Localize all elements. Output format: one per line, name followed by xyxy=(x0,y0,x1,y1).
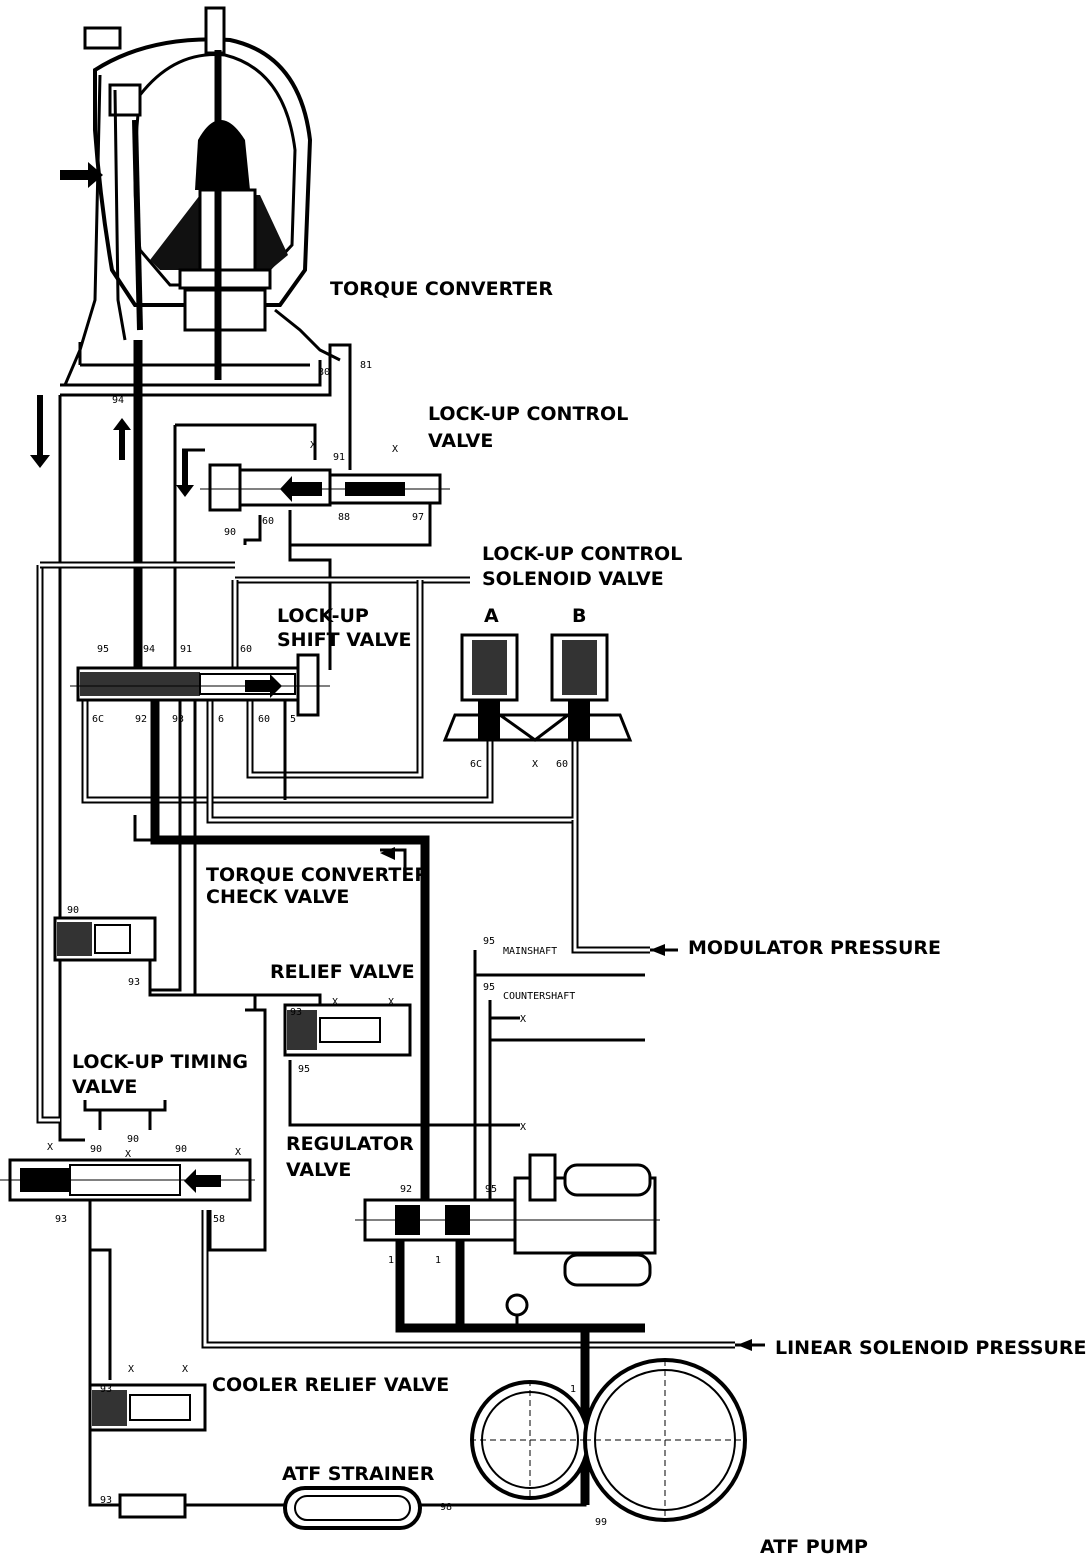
lockup-shift-valve xyxy=(70,653,330,717)
pressure-gauge-icon xyxy=(505,1293,529,1317)
label-regulator-valve-1: REGULATOR xyxy=(286,1133,414,1155)
port-number: 6C xyxy=(92,714,104,725)
port-number: 91 xyxy=(180,644,192,655)
port-number: X xyxy=(532,759,538,770)
port-number: X xyxy=(392,444,398,455)
port-number: X xyxy=(388,997,394,1008)
piping xyxy=(36,340,735,1507)
port-number: 93 xyxy=(290,1007,302,1018)
port-number: 91 xyxy=(333,452,345,463)
port-number: 90 xyxy=(90,1144,102,1155)
solenoid-valves xyxy=(442,633,633,742)
port-number: X xyxy=(128,1364,134,1375)
port-number: 1 xyxy=(570,1384,576,1395)
port-number: 93 xyxy=(128,977,140,988)
port-number: 90 xyxy=(67,905,79,916)
label-lockup-control-valve-1: LOCK-UP CONTROL xyxy=(428,403,628,425)
label-relief-valve: RELIEF VALVE xyxy=(270,961,415,983)
atf-pump xyxy=(470,1358,747,1522)
port-number: 95 xyxy=(483,982,495,993)
left-arrow-icon xyxy=(650,944,665,956)
port-number: 90 xyxy=(224,527,236,538)
port-number: 94 xyxy=(112,395,124,406)
label-tc-check-valve-1: TORQUE CONVERTER xyxy=(206,864,429,886)
tc-check-valve xyxy=(53,916,157,962)
label-solenoid-a: A xyxy=(484,605,499,627)
port-number: X xyxy=(235,1147,241,1158)
port-number: 60 xyxy=(262,516,274,527)
port-number: 93 xyxy=(55,1214,67,1225)
label-lockup-shift-valve-1: LOCK-UP xyxy=(277,605,369,627)
label-regulator-valve-2: VALVE xyxy=(286,1159,351,1181)
label-torque-converter: TORQUE CONVERTER xyxy=(330,278,553,300)
port-number: X xyxy=(310,440,316,451)
port-number: 5 xyxy=(290,714,296,725)
cooler-relief-valve xyxy=(88,1383,207,1432)
label-countershaft: COUNTERSHAFT xyxy=(503,991,575,1002)
port-number: X xyxy=(47,1142,53,1153)
label-lockup-shift-valve-2: SHIFT VALVE xyxy=(277,629,412,651)
label-lockup-control-solenoid-2: SOLENOID VALVE xyxy=(482,568,664,590)
port-number: 90 xyxy=(127,1134,139,1145)
left-arrow-icon xyxy=(737,1339,752,1351)
port-number: 95 xyxy=(97,644,109,655)
port-number: 95 xyxy=(483,936,495,947)
port-number: 60 xyxy=(240,644,252,655)
atf-strainer xyxy=(118,1486,422,1530)
port-number: X xyxy=(125,1149,131,1160)
port-number: 60 xyxy=(556,759,568,770)
port-number: 6 xyxy=(218,714,224,725)
port-number: 92 xyxy=(135,714,147,725)
port-number: X xyxy=(182,1364,188,1375)
label-linear-solenoid-pressure: LINEAR SOLENOID PRESSURE xyxy=(775,1337,1087,1359)
port-number: 80 xyxy=(318,367,330,378)
port-number: 60 xyxy=(258,714,270,725)
port-number: X xyxy=(332,997,338,1008)
label-cooler-relief-valve: COOLER RELIEF VALVE xyxy=(212,1374,449,1396)
label-lockup-timing-valve-2: VALVE xyxy=(72,1076,137,1098)
lockup-control-valve xyxy=(200,463,450,512)
port-number: 94 xyxy=(143,644,155,655)
label-tc-check-valve-2: CHECK VALVE xyxy=(206,886,349,908)
port-number: 58 xyxy=(213,1214,225,1225)
down-arrow-icon xyxy=(176,450,194,497)
label-lockup-control-solenoid-1: LOCK-UP CONTROL xyxy=(482,543,682,565)
port-number: 1 xyxy=(388,1255,394,1266)
port-number: 92 xyxy=(400,1184,412,1195)
port-number: 99 xyxy=(595,1517,607,1528)
down-arrow-icon xyxy=(30,395,50,468)
port-number: 93 xyxy=(172,714,184,725)
label-atf-pump: ATF PUMP xyxy=(760,1536,868,1558)
label-solenoid-b: B xyxy=(572,605,586,627)
port-number: 97 xyxy=(412,512,424,523)
label-lockup-timing-valve-1: LOCK-UP TIMING xyxy=(72,1051,248,1073)
label-atf-strainer: ATF STRAINER xyxy=(282,1463,435,1485)
regulator-valve xyxy=(355,1153,660,1317)
port-number: X xyxy=(520,1014,526,1025)
label-lockup-control-valve-2: VALVE xyxy=(428,430,493,452)
label-modulator-pressure: MODULATOR PRESSURE xyxy=(688,937,941,959)
port-number: 98 xyxy=(440,1502,452,1513)
port-number: 1 xyxy=(435,1255,441,1266)
port-number: 81 xyxy=(360,360,372,371)
port-number: 93 xyxy=(100,1495,112,1506)
up-arrow-icon xyxy=(113,418,131,460)
port-number: 90 xyxy=(175,1144,187,1155)
port-number: X xyxy=(520,1122,526,1133)
port-number: 95 xyxy=(298,1064,310,1075)
relief-valve xyxy=(283,1003,412,1057)
port-number: 88 xyxy=(338,512,350,523)
lockup-timing-valve xyxy=(0,1158,255,1202)
left-arrow-icon xyxy=(380,847,395,860)
label-mainshaft: MAINSHAFT xyxy=(503,946,557,957)
port-number: 93 xyxy=(100,1384,112,1395)
port-number: 95 xyxy=(485,1184,497,1195)
port-number: 6C xyxy=(470,759,482,770)
torque-converter xyxy=(60,6,341,387)
inlet-arrow-icon xyxy=(60,162,103,188)
